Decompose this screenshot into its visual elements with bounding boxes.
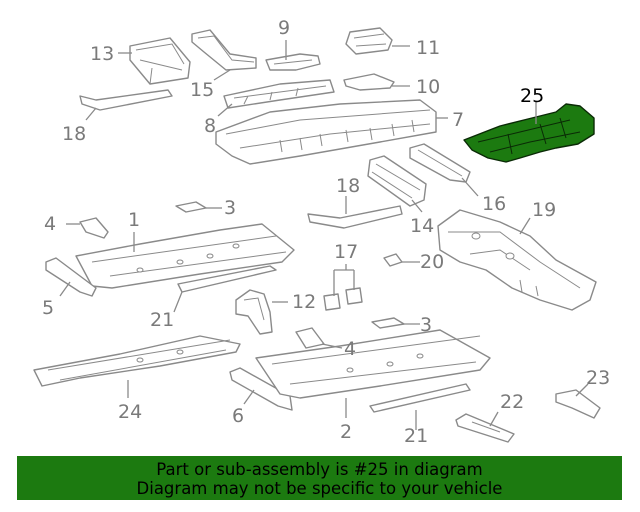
callout-2: 2 — [340, 421, 352, 443]
part-18-middle[interactable] — [307, 205, 403, 229]
callout-8: 8 — [204, 115, 216, 137]
callout-1: 1 — [128, 209, 140, 231]
callout-13: 13 — [90, 43, 114, 65]
part-16[interactable] — [409, 143, 471, 183]
callout-25: 25 — [520, 85, 544, 107]
part-21-lower[interactable] — [369, 383, 471, 413]
part-13[interactable] — [129, 37, 191, 85]
callout-24: 24 — [118, 401, 142, 423]
parts-diagram: 13 15 9 11 10 8 18 7 25 14 16 18 4 3 1 1… — [33, 17, 610, 447]
callout-11: 11 — [416, 37, 440, 59]
part-14[interactable] — [367, 155, 427, 207]
callout-6: 6 — [232, 405, 244, 427]
part-9[interactable] — [265, 53, 321, 71]
part-4-lower[interactable] — [295, 327, 325, 349]
part-18-upper[interactable] — [79, 89, 173, 111]
callout-10: 10 — [416, 76, 440, 98]
part-3-lower[interactable] — [371, 317, 405, 329]
callout-21-lower: 21 — [404, 425, 428, 447]
callout-3-lower: 3 — [420, 314, 432, 336]
leader-lines — [59, 40, 589, 430]
part-25-highlighted[interactable] — [463, 103, 595, 163]
part-23[interactable] — [555, 389, 601, 419]
callout-4-upper: 4 — [44, 213, 56, 235]
part-22[interactable] — [455, 413, 515, 443]
callout-19: 19 — [532, 199, 556, 221]
callout-23: 23 — [586, 367, 610, 389]
callout-16: 16 — [482, 193, 506, 215]
part-12[interactable] — [235, 289, 273, 335]
part-2[interactable] — [255, 329, 491, 399]
callout-4-lower: 4 — [344, 338, 356, 360]
part-15[interactable] — [191, 29, 257, 71]
callout-12: 12 — [292, 291, 316, 313]
part-17[interactable] — [323, 287, 363, 311]
info-banner: Part or sub-assembly is #25 in diagram D… — [17, 456, 622, 500]
part-20[interactable] — [383, 253, 403, 267]
part-5[interactable] — [45, 257, 97, 297]
callout-7: 7 — [452, 109, 464, 131]
callout-18-middle: 18 — [336, 175, 360, 197]
callout-22: 22 — [500, 391, 524, 413]
callout-5: 5 — [42, 297, 54, 319]
callout-18-upper: 18 — [62, 123, 86, 145]
part-3-upper[interactable] — [175, 201, 207, 213]
part-6[interactable] — [229, 367, 293, 411]
part-10[interactable] — [343, 73, 395, 91]
part-7[interactable] — [215, 99, 437, 165]
callout-15: 15 — [190, 79, 214, 101]
banner-line-1: Part or sub-assembly is #25 in diagram — [156, 460, 483, 479]
callout-21-upper: 21 — [150, 309, 174, 331]
callout-20: 20 — [420, 251, 444, 273]
part-4-upper[interactable] — [79, 217, 109, 239]
callout-3-upper: 3 — [224, 197, 236, 219]
part-1[interactable] — [75, 223, 295, 289]
part-21-upper[interactable] — [177, 265, 277, 293]
callout-17: 17 — [334, 241, 358, 263]
callout-9: 9 — [278, 17, 290, 39]
part-8[interactable] — [223, 79, 335, 109]
part-11[interactable] — [345, 27, 393, 55]
part-19[interactable] — [437, 209, 597, 311]
callout-14: 14 — [410, 215, 434, 237]
part-24[interactable] — [33, 335, 241, 387]
banner-line-2: Diagram may not be specific to your vehi… — [136, 479, 503, 498]
